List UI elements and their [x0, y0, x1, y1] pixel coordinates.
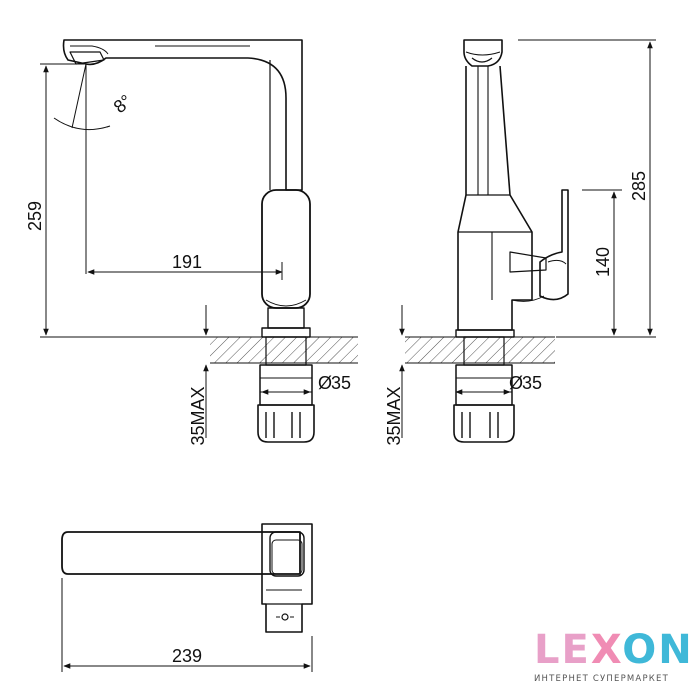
side-body — [457, 65, 533, 331]
logo-tagline: ИНТЕРНЕТ СУПЕРМАРКЕТ — [534, 674, 669, 684]
front-aerator — [69, 51, 105, 65]
dim-hole-side: 35 — [522, 373, 542, 393]
logo-letter-e: E — [561, 627, 591, 673]
top-body-inner — [269, 531, 305, 577]
dim-spout-angle: 8° — [110, 91, 136, 117]
dim-lever-height: 140 — [593, 247, 613, 277]
logo-letter-l: L — [534, 627, 562, 673]
logo-letter-n: N — [658, 627, 694, 673]
front-view — [53, 39, 358, 443]
side-dimensions — [399, 39, 656, 438]
dim-max-counter-front: 35MAX — [188, 386, 208, 445]
side-countertop — [405, 337, 555, 363]
dim-hole-front: 35 — [331, 373, 351, 393]
side-fixing-nut — [453, 404, 515, 443]
front-countertop — [210, 337, 358, 363]
top-spout — [61, 531, 301, 575]
side-lever — [539, 189, 569, 301]
top-body-outer — [261, 523, 313, 633]
logo-wordmark: LEXON — [534, 627, 692, 673]
dim-top-length: 239 — [172, 646, 202, 666]
front-nut — [259, 364, 313, 406]
front-lever-body — [261, 189, 311, 309]
side-nut — [455, 364, 513, 406]
side-view — [405, 39, 569, 443]
dim-total-height: 285 — [629, 171, 649, 201]
dim-hole-front-symbol: Ø — [318, 373, 332, 393]
top-view — [61, 523, 313, 633]
dim-spout-height: 259 — [25, 201, 45, 231]
top-dimensions — [61, 578, 313, 672]
lexon-logo: LEXON ИНТЕРНЕТ СУПЕРМАРКЕТ — [534, 627, 692, 684]
front-fixing-nut — [257, 404, 315, 443]
dim-hole-side-symbol: Ø — [509, 373, 523, 393]
logo-letter-x: X — [590, 627, 623, 673]
logo-letter-o: O — [622, 627, 659, 673]
front-dimensions — [40, 63, 311, 438]
dim-max-counter-side: 35MAX — [384, 386, 404, 445]
dim-spout-reach: 191 — [172, 252, 202, 272]
top-cartridge-mark — [281, 613, 289, 621]
front-spout — [62, 39, 303, 191]
